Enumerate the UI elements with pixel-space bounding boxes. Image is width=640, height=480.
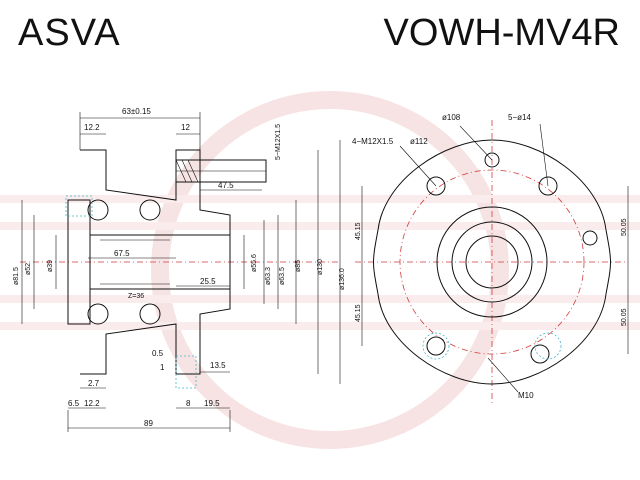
pcd-large-label: ø108 — [442, 113, 461, 122]
diam-right-5: ø130 — [317, 259, 324, 275]
brand-logo-text: ASVA — [18, 12, 121, 54]
dim-stud-length: 47.5 — [218, 181, 234, 190]
dim-v-top: 45.15 — [355, 222, 362, 240]
hub-circle-mid — [451, 221, 533, 303]
side-view: 63±0.15 12.2 12 5−M12X1.5 — [13, 107, 346, 432]
gear-hatch — [175, 159, 199, 183]
diam-right-2: ø63.3 — [265, 267, 272, 285]
diam-left-3: ø39 — [47, 260, 54, 272]
stud-thread-label: 5−M12X1.5 — [275, 124, 282, 160]
stud-hole-3 — [582, 230, 598, 246]
dim-122: 12.2 — [84, 399, 100, 408]
diam-right-3: ø63.5 — [279, 267, 286, 285]
hub-circle-outer — [436, 206, 548, 318]
m10-label: M10 — [518, 391, 534, 400]
gear-note: Z=36 — [128, 293, 144, 300]
dim-27: 2.7 — [88, 379, 100, 388]
detail-marker-1 — [175, 355, 197, 389]
dim-8: 8 — [186, 399, 191, 408]
front-view: 4−M12X1.5 ø112 ø108 5−ø14 45.15 45.15 50… — [352, 113, 629, 405]
diam-right-4: ø85 — [295, 260, 302, 272]
dim-65: 6.5 — [68, 399, 80, 408]
dim-left-top: 12.2 — [84, 123, 100, 132]
watermark — [0, 91, 640, 449]
dim-overall-bottom: 89 — [144, 419, 153, 428]
dim-1: 1 — [160, 363, 165, 372]
stud-hole-4 — [530, 344, 550, 364]
stud-hole-1 — [426, 176, 446, 196]
diam-right-1: ø55.6 — [251, 254, 258, 272]
pcd-small-label: ø112 — [410, 137, 428, 146]
dim-195: 19.5 — [204, 399, 220, 408]
stud-hole-2 — [538, 176, 558, 196]
dim-r-bottom: 50.05 — [621, 308, 628, 326]
stud-hole-5 — [426, 336, 446, 356]
dim-135: 13.5 — [210, 361, 226, 370]
dim-overall-top: 63±0.15 — [122, 107, 151, 116]
detail-marker-2 — [65, 195, 93, 217]
stud-hole-6 — [484, 152, 500, 168]
dim-r-top: 50.05 — [621, 218, 628, 236]
dim-right-top: 12 — [181, 123, 190, 132]
pcd-circle — [399, 169, 585, 355]
diam-left-2: ø52 — [25, 263, 32, 275]
dim-05: 0.5 — [152, 349, 164, 358]
hub-circle-inner — [465, 235, 519, 289]
diam-right-6: ø136.0 — [339, 268, 346, 290]
dim-bore-length: 67.5 — [114, 249, 130, 258]
part-number: VOWH-MV4R — [383, 12, 620, 54]
bolt-thread-label: 4−M12X1.5 — [352, 137, 394, 146]
flange-outline — [373, 139, 611, 385]
diam-left-1: ø81.5 — [13, 267, 20, 285]
stud-holes-label: 5−ø14 — [508, 113, 531, 122]
dim-v-bottom: 45.15 — [355, 304, 362, 322]
dim-hub-length: 25.5 — [200, 277, 216, 286]
